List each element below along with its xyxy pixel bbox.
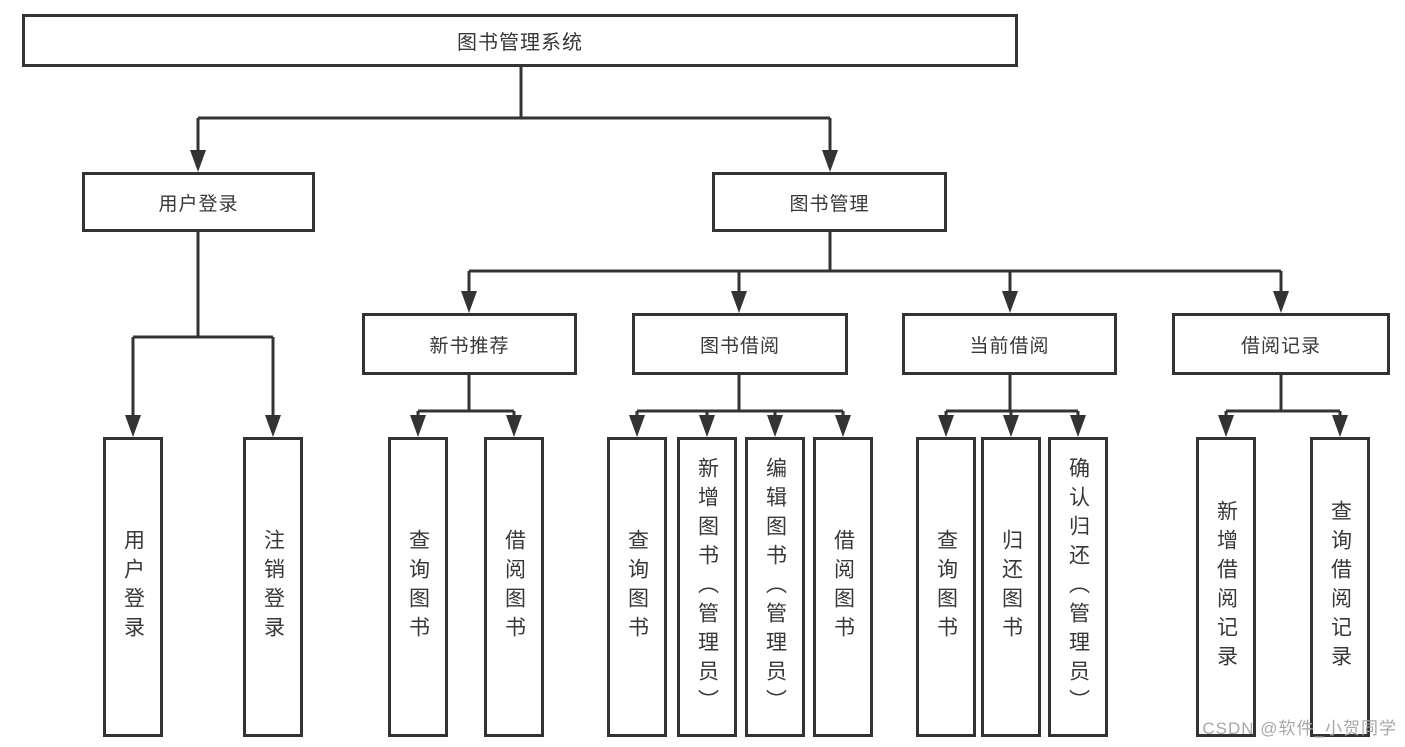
arrow-down-icon (1070, 415, 1086, 437)
arrow-down-icon (629, 415, 645, 437)
arrow-down-icon (410, 415, 426, 437)
node-user-login-label: 用户登录 (158, 193, 239, 215)
leaf-query-book-label: 查询图书 (934, 529, 958, 645)
node-root-label: 图书管理系统 (457, 32, 583, 54)
leaf-edit-book-admin-label: 编辑图书（管理员） (763, 456, 787, 718)
arrow-down-icon (835, 415, 851, 437)
node-user-login: 用户登录 (82, 172, 315, 232)
node-book-management-label: 图书管理 (789, 193, 870, 215)
leaf-logout: 注销登录 (243, 437, 303, 737)
arrow-down-icon (699, 415, 715, 437)
node-borrow-records-label: 借阅记录 (1240, 335, 1321, 357)
leaf-query-book-label: 查询图书 (625, 529, 649, 645)
arrow-down-icon (125, 415, 141, 437)
node-root: 图书管理系统 (22, 14, 1018, 67)
leaf-user-login-label: 用户登录 (121, 529, 145, 645)
leaf-borrow-book-under-recommend: 借阅图书 (484, 437, 544, 737)
node-new-book-recommend: 新书推荐 (362, 313, 577, 375)
leaf-borrow-book-under-borrow: 借阅图书 (813, 437, 873, 737)
leaf-confirm-return-admin-label: 确认归还（管理员） (1066, 456, 1090, 718)
arrow-down-icon (731, 291, 747, 313)
leaf-borrow-book-label: 借阅图书 (831, 529, 855, 645)
leaf-return-book-label: 归还图书 (999, 529, 1023, 645)
arrow-down-icon (461, 291, 477, 313)
leaf-query-book-label: 查询图书 (406, 529, 430, 645)
leaf-add-borrow-record: 新增借阅记录 (1196, 437, 1256, 737)
leaf-query-book-under-borrow: 查询图书 (607, 437, 667, 737)
node-current-borrow-label: 当前借阅 (969, 335, 1050, 357)
node-book-borrow-label: 图书借阅 (699, 335, 780, 357)
leaf-add-book-admin-label: 新增图书（管理员） (695, 456, 719, 718)
leaf-add-borrow-record-label: 新增借阅记录 (1214, 500, 1238, 674)
leaf-query-borrow-record-label: 查询借阅记录 (1328, 500, 1352, 674)
arrow-down-icon (265, 415, 281, 437)
arrowheads (125, 150, 1348, 437)
csdn-watermark: CSDN @软件_小贺同学 (1202, 719, 1397, 738)
arrow-down-icon (1218, 415, 1234, 437)
leaf-logout-label: 注销登录 (261, 529, 285, 645)
node-book-borrow: 图书借阅 (632, 313, 848, 375)
leaf-add-book-admin: 新增图书（管理员） (677, 437, 737, 737)
leaf-query-book-under-recommend: 查询图书 (388, 437, 448, 737)
arrow-down-icon (506, 415, 522, 437)
node-borrow-records: 借阅记录 (1172, 313, 1390, 375)
node-new-book-recommend-label: 新书推荐 (429, 335, 510, 357)
arrow-down-icon (190, 150, 206, 172)
arrow-down-icon (822, 150, 838, 172)
arrow-down-icon (1002, 291, 1018, 313)
arrow-down-icon (938, 415, 954, 437)
leaf-return-book: 归还图书 (981, 437, 1041, 737)
leaf-edit-book-admin: 编辑图书（管理员） (745, 437, 805, 737)
node-book-management: 图书管理 (712, 172, 947, 232)
node-current-borrow: 当前借阅 (902, 313, 1117, 375)
arrow-down-icon (1003, 415, 1019, 437)
arrow-down-icon (767, 415, 783, 437)
arrow-down-icon (1273, 291, 1289, 313)
leaf-query-book-under-current: 查询图书 (916, 437, 976, 737)
leaf-query-borrow-record: 查询借阅记录 (1310, 437, 1370, 737)
arrow-down-icon (1332, 415, 1348, 437)
leaf-confirm-return-admin: 确认归还（管理员） (1048, 437, 1108, 737)
leaf-borrow-book-label: 借阅图书 (502, 529, 526, 645)
leaf-user-login: 用户登录 (103, 437, 163, 737)
